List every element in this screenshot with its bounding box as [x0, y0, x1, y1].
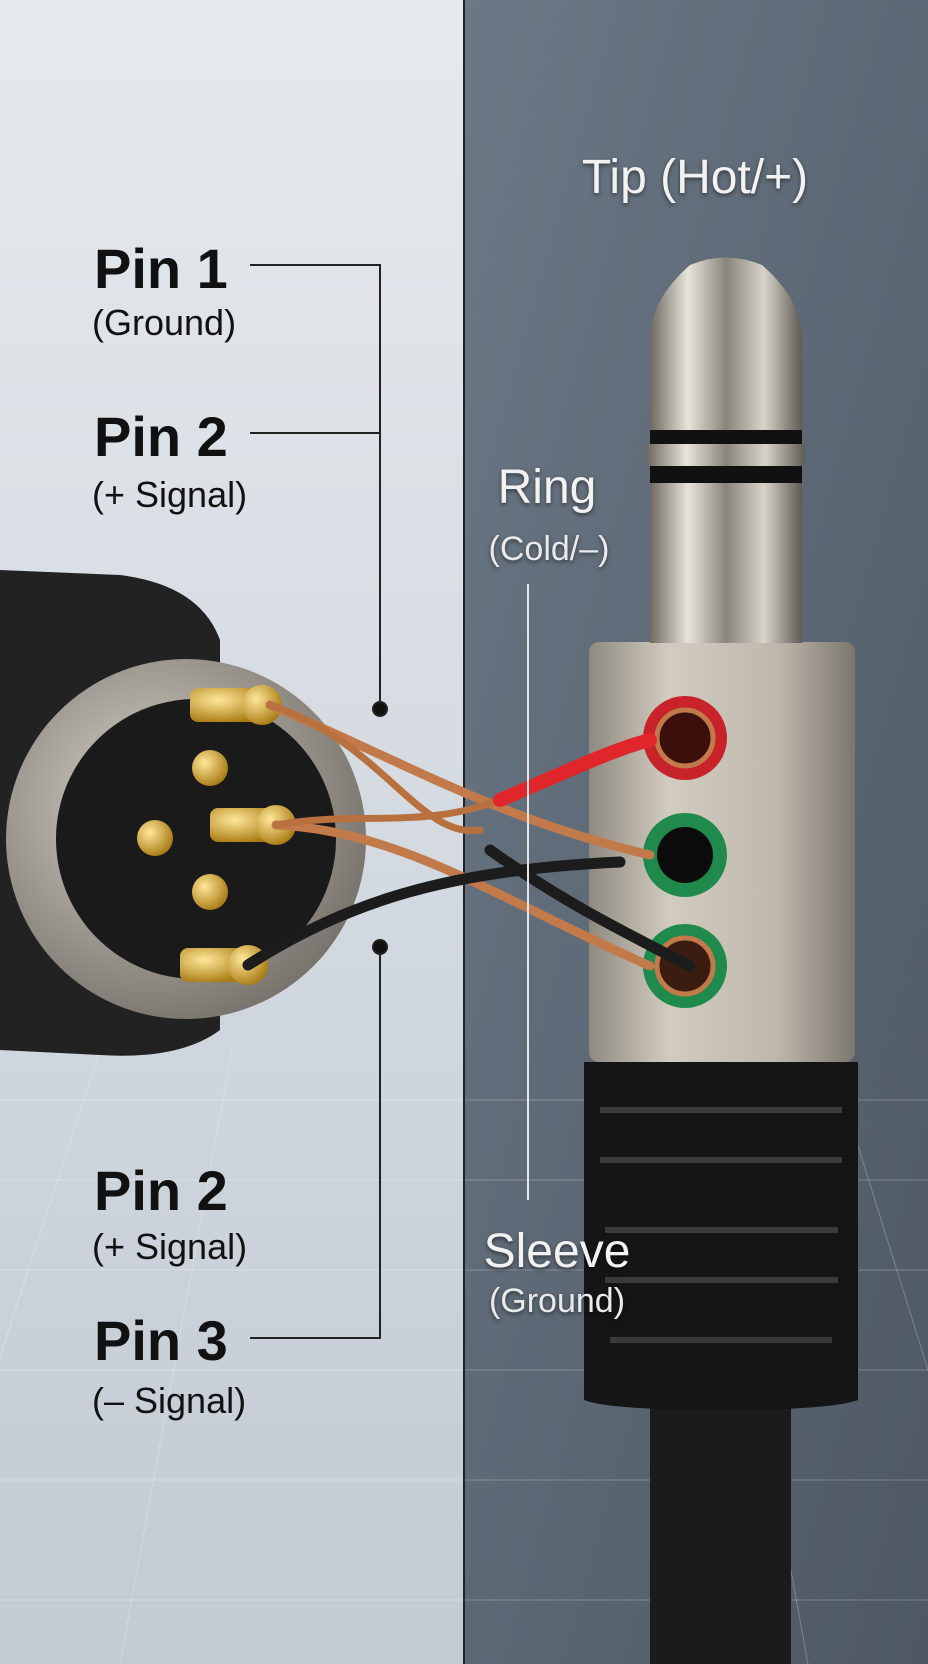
- tip-label: Tip (Hot/+): [581, 151, 809, 204]
- pin2-lower-subtitle: (+ Signal): [92, 1226, 248, 1267]
- ring-title: Ring: [497, 461, 597, 514]
- sleeve-title: Sleeve: [483, 1225, 631, 1278]
- xlr-pins: [137, 685, 296, 985]
- ring-subtitle: (Cold/–): [488, 530, 610, 568]
- xlr-connector: [0, 570, 366, 1056]
- pin2-lower-title: Pin 2: [94, 1159, 228, 1222]
- pin2-title: Pin 2: [94, 405, 228, 468]
- pin1-subtitle: (Ground): [92, 302, 237, 343]
- wires: [242, 700, 696, 972]
- pin1-title: Pin 1: [94, 237, 228, 300]
- pin2-subtitle: (+ Signal): [92, 474, 248, 515]
- sleeve-subtitle: (Ground): [488, 1282, 626, 1320]
- leader-lines: [250, 264, 529, 1339]
- pin3-title: Pin 3: [94, 1309, 228, 1372]
- pin3-subtitle: (– Signal): [92, 1380, 247, 1421]
- trs-jack: [584, 257, 858, 1664]
